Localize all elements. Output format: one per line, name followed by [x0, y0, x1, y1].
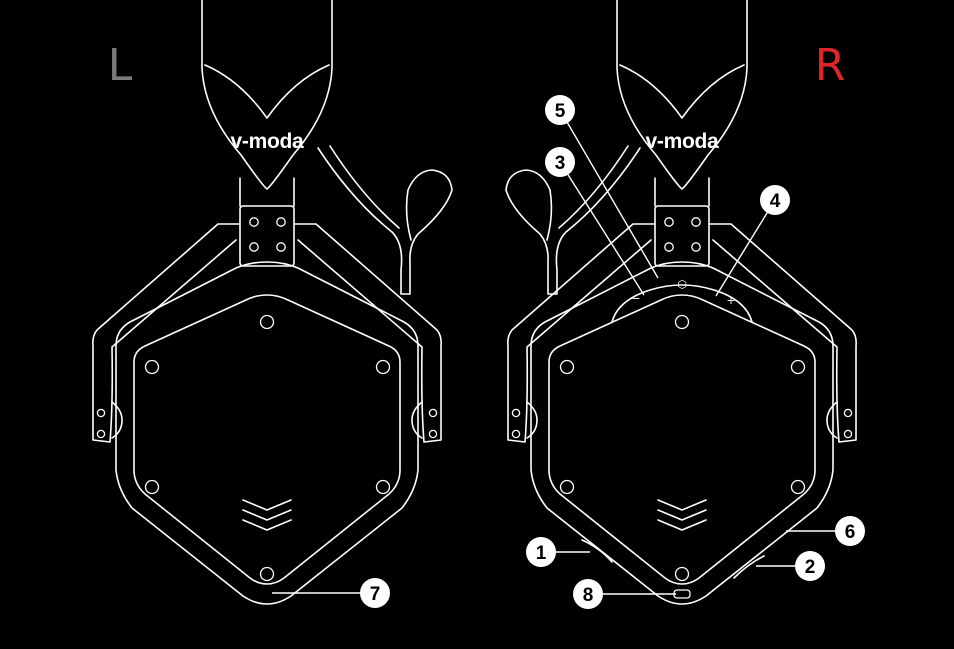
- right-earcup: − + ⬡ v-moda: [506, 0, 856, 604]
- multifunction-button[interactable]: ⬡: [677, 278, 687, 291]
- svg-text:5: 5: [555, 101, 566, 122]
- callout-6: 6: [835, 516, 865, 546]
- svg-text:4: 4: [770, 191, 781, 212]
- volume-up-button[interactable]: +: [726, 294, 735, 307]
- callout-7: 7: [360, 578, 390, 608]
- port-left: [582, 540, 612, 562]
- svg-text:6: 6: [845, 522, 856, 543]
- callout-8: 8: [573, 579, 603, 609]
- usb-port: [674, 590, 690, 598]
- left-side-label: L: [108, 40, 133, 91]
- svg-text:1: 1: [536, 543, 547, 564]
- callout-5: 5: [545, 95, 575, 125]
- callout-3: 3: [545, 147, 575, 177]
- svg-text:2: 2: [805, 557, 816, 578]
- left-cable: [318, 146, 452, 294]
- right-brand-logo: v-moda: [646, 130, 720, 153]
- right-side-label: R: [815, 40, 846, 91]
- callout-4: 4: [760, 185, 790, 215]
- svg-text:8: 8: [583, 585, 594, 606]
- callout-2: 2: [795, 551, 825, 581]
- svg-text:7: 7: [370, 584, 381, 605]
- volume-down-button[interactable]: −: [631, 292, 640, 305]
- left-earcup: v-moda: [93, 0, 452, 604]
- port-right: [734, 556, 764, 578]
- callout-1: 1: [526, 537, 556, 567]
- svg-text:3: 3: [555, 153, 566, 174]
- left-brand-logo: v-moda: [231, 130, 305, 153]
